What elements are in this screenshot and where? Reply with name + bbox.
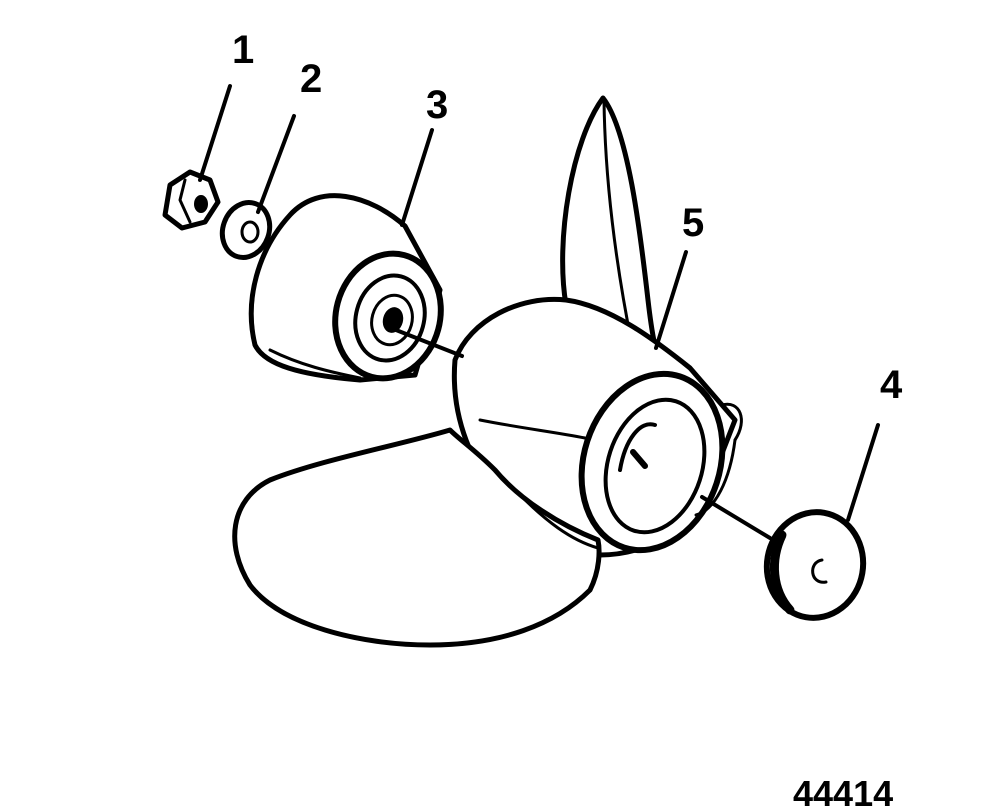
leader-line-5 [654,250,688,350]
figure-number: 44414 [793,773,893,810]
propeller [232,95,743,648]
assembly-lines [394,328,772,540]
leader-line-1 [198,84,232,182]
propeller-lower-blade [232,427,602,648]
propeller-hub-ring-inner [603,397,707,535]
leader-line-3 [400,128,434,227]
washer [219,200,273,260]
callout-1: 1 [232,28,254,72]
leader-line-4 [846,423,880,522]
leader-lines [198,84,880,522]
thrust-hub-bore [382,307,404,333]
leader-line-2 [256,114,296,214]
callout-2: 2 [300,57,322,101]
callout-4: 4 [880,363,903,407]
nut [162,169,221,231]
thrust-washer [763,509,867,621]
callout-3: 3 [426,83,448,127]
thrust-hub [248,193,444,383]
callout-5: 5 [682,201,704,245]
